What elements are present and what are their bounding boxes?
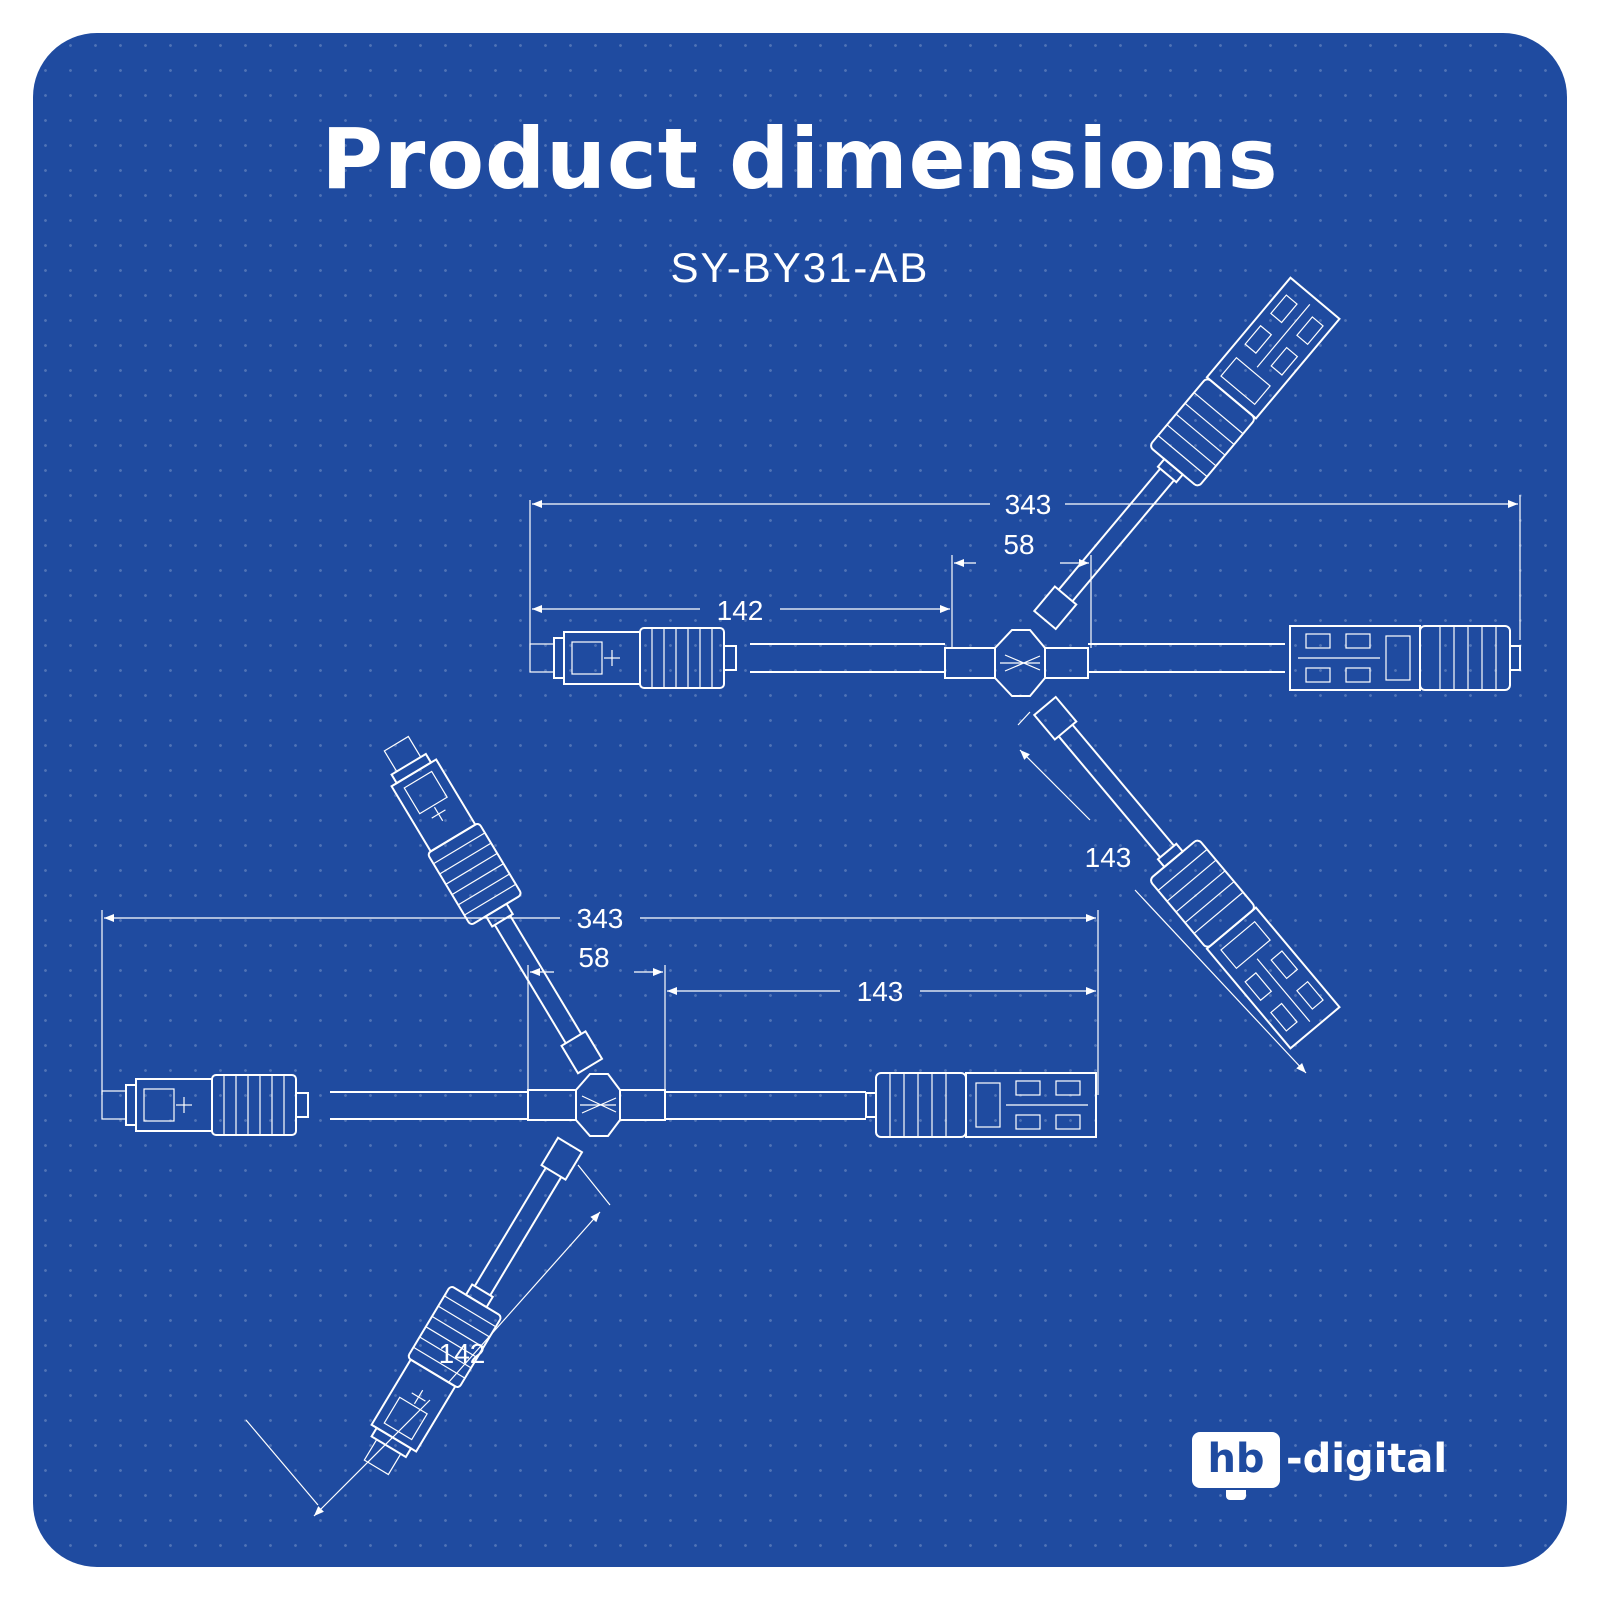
bottom-dim-total: 343	[577, 903, 624, 934]
logo-stand	[1226, 1490, 1246, 1500]
top-dim-left-branch: 142	[717, 595, 764, 626]
top-dimension-lines	[529, 495, 1521, 1074]
model-number: SY-BY31-AB	[670, 244, 930, 291]
logo-monitor-icon: hb	[1192, 1432, 1280, 1488]
top-y-branch-drawing	[529, 276, 1521, 1050]
top-dim-lower-branch: 143	[1085, 842, 1132, 873]
bottom-y-branch-drawing	[101, 727, 1097, 1484]
page-title: Product dimensions	[321, 110, 1279, 208]
logo-text: -digital	[1286, 1436, 1448, 1482]
bottom-dim-lower-branch: 142	[439, 1338, 486, 1369]
top-dim-y-body: 58	[1003, 529, 1034, 560]
bottom-dim-right-branch: 143	[857, 976, 904, 1007]
top-dim-total: 343	[1005, 489, 1052, 520]
blueprint-background	[33, 33, 1567, 1567]
bottom-dimension-lines	[101, 910, 1099, 1517]
bottom-dim-y-body: 58	[578, 942, 609, 973]
